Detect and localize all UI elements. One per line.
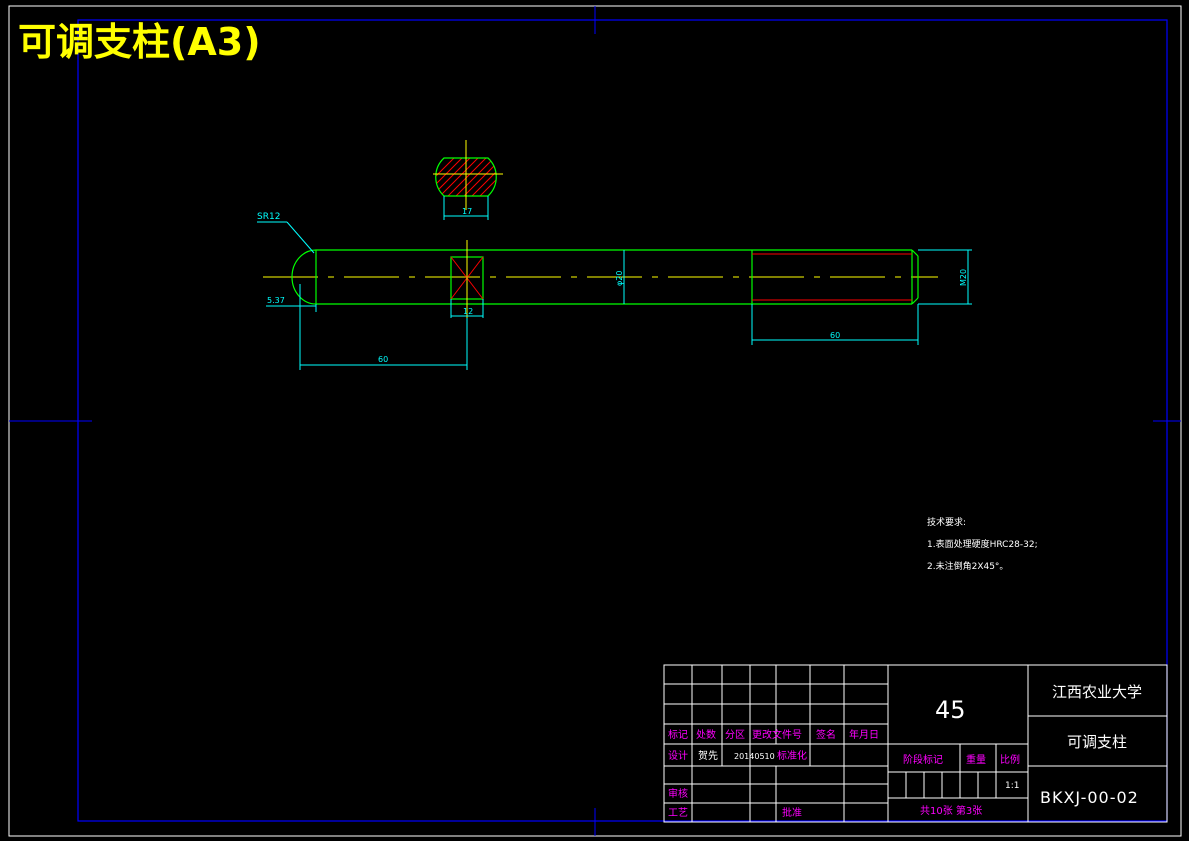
tb-drawing-no: BKXJ-00-02 <box>1040 788 1139 807</box>
outer-frame <box>8 5 1182 837</box>
inner-border <box>77 19 1168 822</box>
tb-header-count: 处数 <box>696 728 716 741</box>
technical-notes: 技术要求: 1.表面处理硬度HRC28-32; 2.未注倒角2X45°。 <box>927 516 1038 572</box>
tb-stage-mark: 阶段标记 <box>903 753 943 766</box>
notes-line-1: 1.表面处理硬度HRC28-32; <box>927 538 1038 550</box>
notes-heading: 技术要求: <box>927 516 966 528</box>
tb-process: 工艺 <box>668 807 688 819</box>
tb-scale: 1:1 <box>1005 781 1019 791</box>
tb-header-zone: 分区 <box>725 729 745 741</box>
notes-line-2: 2.未注倒角2X45°。 <box>927 560 1008 572</box>
tb-review: 审核 <box>668 787 688 800</box>
page-title: 可调支柱(A3) <box>18 20 261 64</box>
tb-standardize: 标准化 <box>777 749 807 762</box>
tb-design-label: 设计 <box>668 749 688 762</box>
tb-header-mark: 标记 <box>668 729 688 741</box>
dim-section-width: 17 <box>462 207 472 216</box>
dim-left-length: 60 <box>378 355 388 364</box>
tb-scale-label: 比例 <box>1000 753 1020 766</box>
tb-header-signature: 签名 <box>816 728 836 741</box>
tb-designer: 贺先 <box>698 750 718 762</box>
dim-right-length: 60 <box>830 331 840 340</box>
dim-sr: SR12 <box>257 212 280 222</box>
dim-diameter: φ20 <box>615 271 624 286</box>
main-view <box>263 240 938 318</box>
dimensions-layer: SR12 5.37 12 60 φ20 M20 60 <box>257 212 972 370</box>
tb-part-name: 可调支柱 <box>1067 733 1127 751</box>
sphere-end <box>291 249 317 305</box>
title-block <box>663 664 1168 823</box>
tb-school: 江西农业大学 <box>1052 683 1142 701</box>
tb-header-change-doc: 更改文件号 <box>752 728 802 741</box>
dim-thread: M20 <box>959 269 968 286</box>
tb-header-date: 年月日 <box>849 728 879 741</box>
tb-approve: 批准 <box>782 806 802 819</box>
cross-section-view: 17 <box>433 140 503 220</box>
dim-offset: 5.37 <box>267 296 285 305</box>
tb-design-date: 20140510 <box>734 752 775 761</box>
tb-material: 45 <box>935 696 966 724</box>
dim-square: 12 <box>463 307 473 316</box>
tb-weight: 重量 <box>966 753 986 766</box>
tb-sheets: 共10张 第3张 <box>920 804 982 817</box>
title-block-text: 标记 处数 分区 更改文件号 签名 年月日 设计 贺先 20140510 标准化… <box>668 683 1142 819</box>
